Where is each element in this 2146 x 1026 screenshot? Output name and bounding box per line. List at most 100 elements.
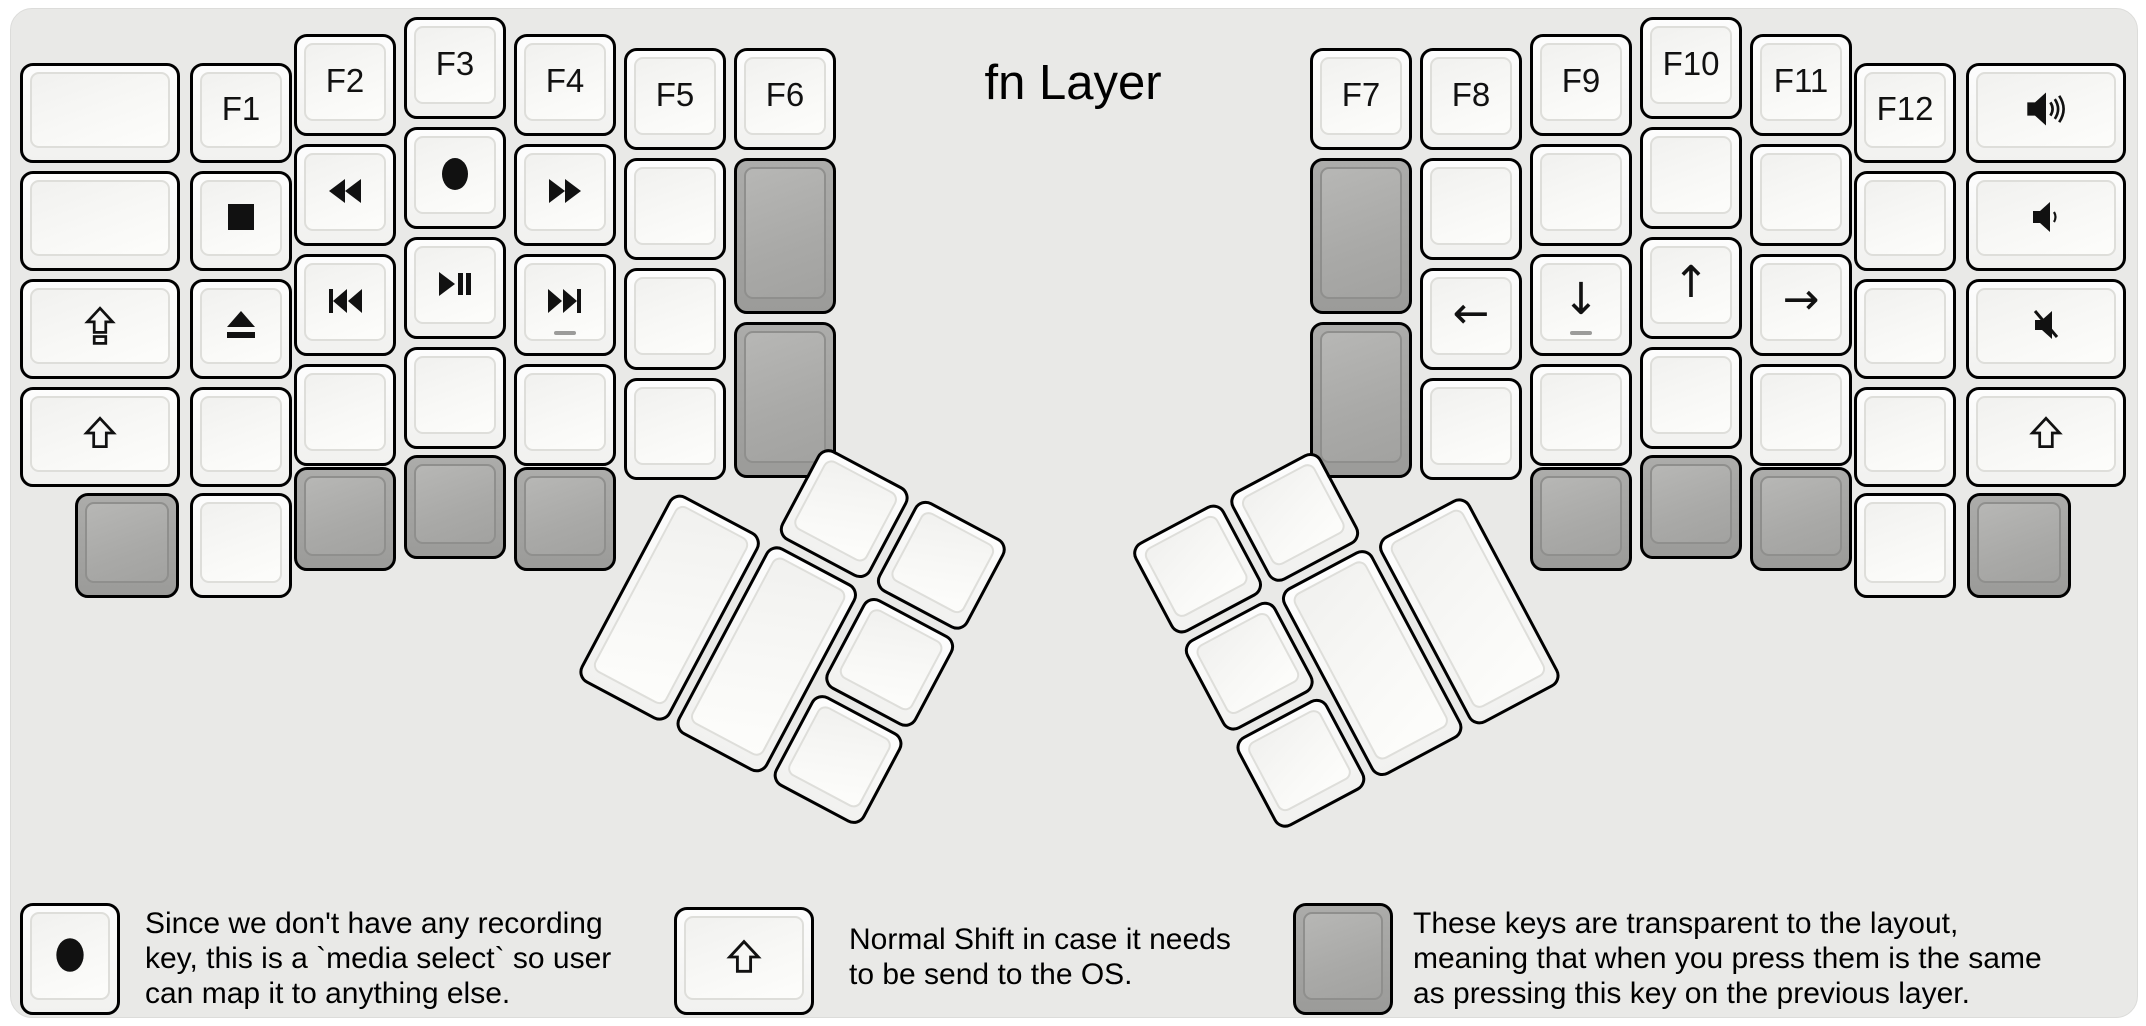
key-blank[interactable] — [294, 364, 396, 466]
legend-text-transparent: These keys are transparent to the layout… — [1413, 907, 2042, 1010]
key-next-track[interactable] — [514, 254, 616, 356]
key-blank[interactable] — [1854, 387, 1956, 487]
key-transparent[interactable] — [1310, 322, 1412, 478]
key-transparent[interactable] — [734, 158, 836, 314]
key-blank[interactable] — [20, 171, 180, 271]
key-blank[interactable] — [1530, 144, 1632, 246]
key-f12[interactable]: F12 — [1854, 63, 1956, 163]
key-fast-forward[interactable] — [514, 144, 616, 246]
keycap — [304, 43, 386, 121]
mute-icon — [2033, 310, 2059, 339]
keycap — [30, 72, 170, 148]
key-transparent[interactable] — [1310, 158, 1412, 314]
key-blank[interactable] — [1854, 493, 1956, 598]
key-down-arrow[interactable]: ↓ — [1530, 254, 1632, 356]
key-f11[interactable]: F11 — [1750, 34, 1852, 136]
shift-icon — [2029, 416, 2063, 449]
key-transparent[interactable] — [734, 322, 836, 478]
key-right-arrow[interactable]: → — [1750, 254, 1852, 356]
key-stop[interactable] — [190, 171, 292, 271]
key-f5[interactable]: F5 — [624, 48, 726, 150]
homing-bar — [1570, 331, 1592, 335]
key-transparent[interactable] — [514, 467, 616, 571]
keycap — [1540, 476, 1622, 556]
key-label: → — [1782, 273, 1820, 325]
keycap — [30, 180, 170, 256]
key-blank[interactable] — [1854, 171, 1956, 271]
key-label: F11 — [1773, 62, 1829, 99]
key-transparent[interactable] — [294, 467, 396, 571]
key-up-arrow[interactable]: ↑ — [1640, 237, 1742, 339]
key-blank[interactable] — [1640, 347, 1742, 449]
key-f7[interactable]: F7 — [1310, 48, 1412, 150]
key-shift[interactable] — [1966, 387, 2126, 487]
key-play-pause[interactable] — [404, 237, 506, 339]
key-volume-up[interactable] — [1966, 63, 2126, 163]
key-f3[interactable]: F3 — [404, 17, 506, 119]
key-eject[interactable] — [190, 279, 292, 379]
key-f8[interactable]: F8 — [1420, 48, 1522, 150]
key-prev-track[interactable] — [294, 254, 396, 356]
key-mute[interactable] — [1966, 279, 2126, 379]
key-blank[interactable] — [404, 347, 506, 449]
key-blank[interactable] — [190, 493, 292, 598]
keycap — [1650, 26, 1732, 104]
key-label: F8 — [1451, 76, 1491, 113]
key-shift[interactable] — [20, 387, 180, 487]
key-blank[interactable] — [1420, 378, 1522, 480]
key-label: F4 — [545, 62, 585, 99]
key-f1[interactable]: F1 — [190, 63, 292, 163]
key-f6[interactable]: F6 — [734, 48, 836, 150]
key-volume-down[interactable] — [1966, 171, 2126, 271]
key-f10[interactable]: F10 — [1640, 17, 1742, 119]
keycap — [414, 356, 496, 434]
key-blank[interactable] — [190, 387, 292, 487]
keycap — [1430, 277, 1512, 355]
key-blank[interactable] — [514, 364, 616, 466]
key-label — [23, 282, 177, 368]
keycap — [1244, 706, 1354, 815]
key-blank[interactable] — [624, 268, 726, 370]
key-blank[interactable] — [624, 378, 726, 480]
shift-icon — [83, 416, 117, 449]
keycap — [744, 331, 826, 463]
key-transparent[interactable] — [1967, 493, 2071, 598]
key-transparent[interactable] — [1530, 467, 1632, 571]
keycap — [1650, 246, 1732, 324]
keycap — [744, 167, 826, 299]
key-transparent[interactable] — [1750, 467, 1852, 571]
key-label: F12 — [1876, 90, 1934, 127]
rewind-icon — [329, 179, 361, 203]
key-blank[interactable] — [1420, 158, 1522, 260]
key-transparent[interactable] — [404, 455, 506, 559]
key-f4[interactable]: F4 — [514, 34, 616, 136]
key-transparent[interactable] — [75, 493, 179, 598]
key-rewind[interactable] — [294, 144, 396, 246]
key-label: F5 — [655, 76, 695, 113]
key-transparent[interactable] — [1640, 455, 1742, 559]
key-label — [1969, 282, 2123, 368]
keycap — [85, 502, 169, 583]
key-f2[interactable]: F2 — [294, 34, 396, 136]
key-f9[interactable]: F9 — [1530, 34, 1632, 136]
key-blank[interactable] — [1854, 279, 1956, 379]
key-blank[interactable] — [1750, 364, 1852, 466]
key-label: F2 — [325, 62, 365, 99]
homing-bar — [554, 331, 576, 335]
key-left-arrow[interactable]: ← — [1420, 268, 1522, 370]
key-blank[interactable] — [1640, 127, 1742, 229]
key-caps-shift[interactable] — [20, 279, 180, 379]
keycap — [1760, 43, 1842, 121]
play-pause-icon — [439, 272, 471, 296]
key-blank[interactable] — [1750, 144, 1852, 246]
key-blank[interactable] — [624, 158, 726, 260]
record-icon — [442, 158, 468, 190]
key-blank[interactable] — [20, 63, 180, 163]
keycap — [836, 606, 946, 714]
key-record[interactable] — [404, 127, 506, 229]
keycap — [200, 502, 282, 583]
keycap — [1430, 57, 1512, 135]
volume-down-icon — [2033, 202, 2057, 232]
keycap — [684, 916, 804, 1000]
key-blank[interactable] — [1530, 364, 1632, 466]
